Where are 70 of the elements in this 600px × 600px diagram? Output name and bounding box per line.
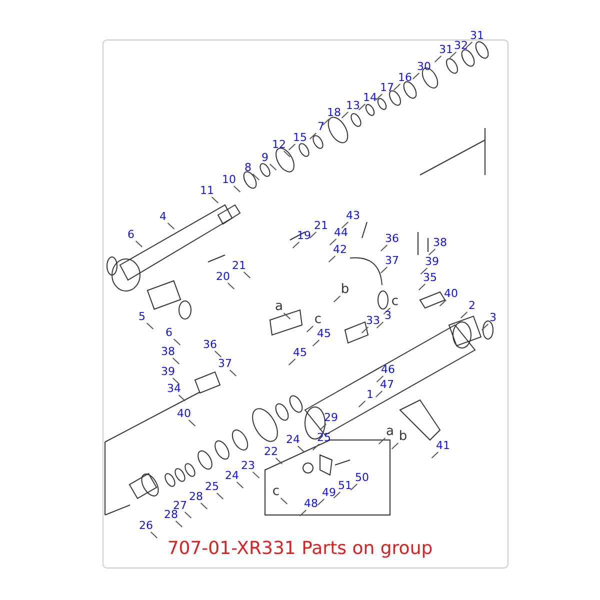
callout-number: 25 — [205, 481, 219, 493]
callout-number: 37 — [218, 358, 232, 370]
callout-number: 23 — [241, 460, 255, 472]
view-reference-letter: a — [386, 426, 394, 438]
callout-number: 36 — [385, 233, 399, 245]
callout-number: 24 — [286, 434, 300, 446]
callout-number: 12 — [272, 139, 286, 151]
callout-number: 7 — [318, 121, 324, 133]
callout-number: 40 — [177, 408, 191, 420]
callout-number: 20 — [216, 271, 230, 283]
callout-number: 50 — [355, 472, 369, 484]
callout-number: 30 — [417, 61, 431, 73]
view-reference-letter: c — [272, 486, 280, 498]
callout-number: 17 — [380, 82, 394, 94]
callout-number: 32 — [454, 40, 468, 52]
callout-number: 16 — [398, 72, 412, 84]
callout-number: 28 — [189, 491, 203, 503]
callout-number: 39 — [425, 256, 439, 268]
callout-number: 37 — [385, 255, 399, 267]
callout-number: 3 — [490, 312, 496, 324]
callout-number: 46 — [381, 364, 395, 376]
callout-number: 47 — [380, 379, 394, 391]
callout-number: 44 — [334, 227, 348, 239]
callout-number: 19 — [297, 230, 311, 242]
callout-number: 45 — [317, 328, 331, 340]
callout-number: 22 — [264, 446, 278, 458]
callout-number: 5 — [138, 311, 146, 323]
callout-number: 39 — [161, 366, 175, 378]
callout-number: 28 — [164, 509, 178, 521]
callout-number: 45 — [293, 347, 307, 359]
callout-number: 33 — [366, 315, 380, 327]
view-reference-letter: c — [314, 314, 322, 326]
callout-number: 1 — [366, 389, 374, 401]
callout-number: 15 — [293, 132, 307, 144]
view-reference-letter: c — [391, 296, 399, 308]
callout-number: 6 — [166, 327, 172, 339]
callout-number: 3 — [384, 310, 392, 322]
callout-number: 43 — [346, 210, 360, 222]
callout-number: 9 — [262, 152, 268, 164]
callout-number: 26 — [139, 520, 153, 532]
callout-number: 31 — [439, 44, 453, 56]
callout-number: 8 — [244, 162, 252, 174]
view-reference-letter: b — [398, 431, 408, 443]
callout-number: 49 — [322, 487, 336, 499]
callout-number: 13 — [346, 100, 360, 112]
callout-number: 40 — [444, 288, 458, 300]
view-reference-letter: a — [275, 301, 283, 313]
callout-number: 18 — [327, 107, 341, 119]
callout-number: 21 — [314, 220, 328, 232]
callout-number: 36 — [203, 339, 217, 351]
caption: 707-01-XR331 Parts on group — [166, 538, 434, 559]
callout-number: 38 — [433, 237, 447, 249]
callout-number: 21 — [232, 260, 246, 272]
callout-number: 24 — [225, 470, 239, 482]
callout-number: 14 — [363, 92, 377, 104]
callout-number: 38 — [161, 346, 175, 358]
callout-number: 31 — [470, 30, 484, 42]
callout-number: 48 — [304, 498, 318, 510]
callout-number: 42 — [333, 244, 347, 256]
callout-number: 29 — [324, 412, 338, 424]
callout-number: 41 — [436, 440, 450, 452]
callout-number: 11 — [200, 185, 214, 197]
callout-number: 34 — [167, 383, 181, 395]
callout-number: 6 — [128, 229, 134, 241]
callout-number: 51 — [338, 480, 352, 492]
callout-number: 10 — [222, 174, 236, 186]
callout-number: 4 — [160, 211, 166, 223]
callout-number: 35 — [423, 272, 437, 284]
callout-number: 2 — [468, 300, 476, 312]
view-reference-letter: b — [340, 284, 350, 296]
